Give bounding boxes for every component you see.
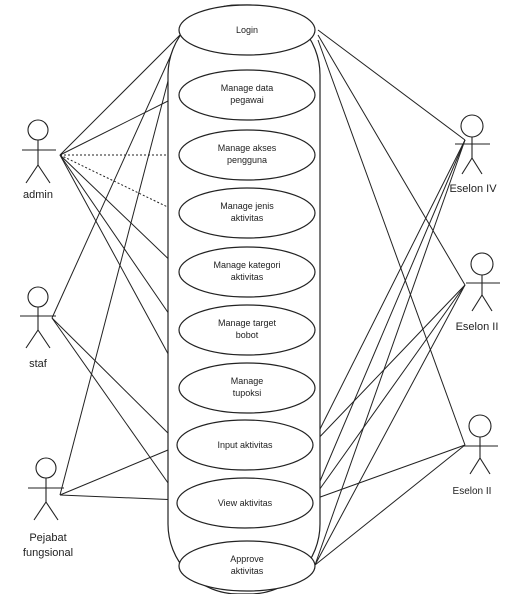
actor-label: Eselon II (456, 321, 499, 333)
stick-figure-icon (28, 457, 64, 521)
use-case-label: pengguna (227, 155, 267, 165)
stick-figure-icon (455, 114, 490, 175)
use-case-label: Manage data (221, 83, 274, 93)
actor-label: Pejabat (29, 532, 66, 544)
actor-eselon-ii-bottom: Eselon II (453, 414, 498, 497)
actor-admin: admin (22, 119, 56, 201)
stick-figure-icon (20, 286, 56, 349)
actor-label: staf (29, 358, 48, 370)
actor-label: Eselon IV (449, 183, 497, 195)
use-case-label: Input aktivitas (217, 440, 273, 450)
use-case-view-aktivitas: View aktivitas (176, 477, 314, 529)
use-case-manage-pegawai: Manage data pegawai (178, 69, 316, 121)
use-case-input-aktivitas: Input aktivitas (176, 419, 314, 471)
use-case-label: Manage jenis (220, 201, 274, 211)
use-case-label: Manage akses (218, 143, 277, 153)
actor-pejabat-fungsional: Pejabat fungsional (23, 457, 73, 559)
use-case-label: aktivitas (231, 272, 264, 282)
actor-label: Eselon II (453, 486, 492, 497)
use-case-label: Approve (230, 554, 264, 564)
use-case-label: Login (236, 25, 258, 35)
actor-eselon-ii-middle: Eselon II (456, 252, 500, 333)
use-case-label: aktivitas (231, 566, 264, 576)
use-case-label: Manage kategori (213, 260, 280, 270)
use-case-manage-target: Manage target bobot (178, 304, 316, 356)
use-case-label: aktivitas (231, 213, 264, 223)
actor-label: fungsional (23, 547, 73, 559)
use-case-manage-kategori: Manage kategori aktivitas (178, 246, 316, 298)
use-case-manage-jenis: Manage jenis aktivitas (178, 187, 316, 239)
actor-staf: staf (20, 286, 56, 370)
use-case-approve-aktivitas: Approve aktivitas (178, 540, 316, 592)
actor-eselon-iv: Eselon IV (449, 114, 497, 195)
use-case-manage-akses: Manage akses pengguna (178, 129, 316, 181)
association-lines (51, 29, 466, 566)
use-case-label: Manage target (218, 318, 277, 328)
use-case-label: View aktivitas (218, 498, 273, 508)
use-case-label: bobot (236, 330, 259, 340)
use-case-manage-tupoksi: Manage tupoksi (178, 362, 316, 414)
use-case-login: Login (178, 4, 316, 56)
actor-label: admin (23, 189, 53, 201)
use-case-label: pegawai (230, 95, 264, 105)
use-case-label: tupoksi (233, 388, 262, 398)
stick-figure-icon (22, 119, 56, 184)
use-case-label: Manage (231, 376, 264, 386)
stick-figure-icon (464, 414, 498, 475)
stick-figure-icon (466, 252, 500, 312)
